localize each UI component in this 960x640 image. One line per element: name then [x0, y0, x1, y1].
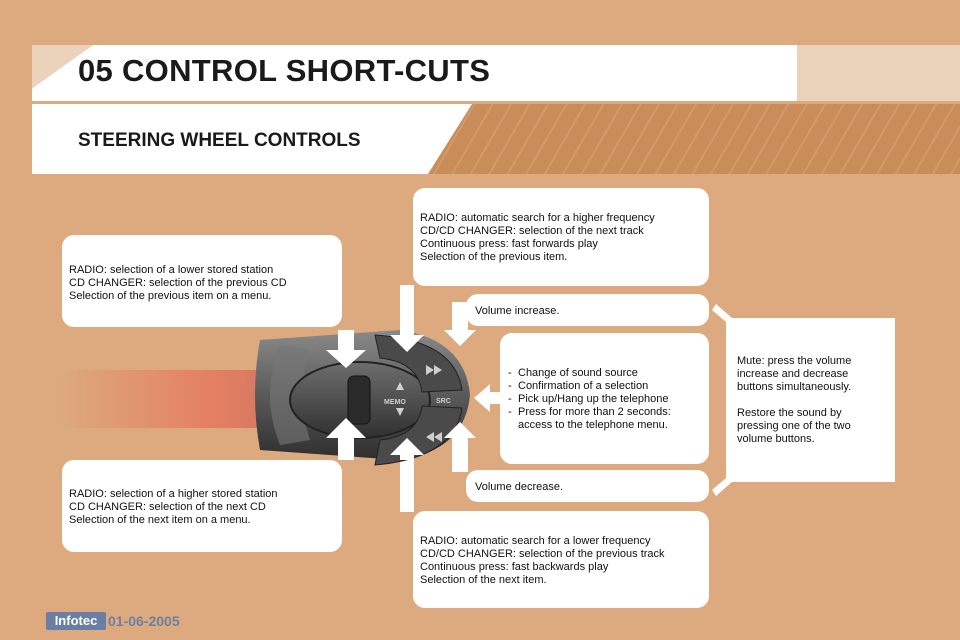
- list-item: Change of sound source: [506, 367, 701, 380]
- mute-bracket: [712, 304, 732, 496]
- subtitle-panel: [32, 104, 472, 174]
- box-line: RADIO: selection of a lower stored stati…: [69, 264, 274, 276]
- down-arrow-icon: [396, 408, 404, 416]
- box-seek-up: RADIO: automatic search for a higher fre…: [413, 188, 709, 286]
- section-title: STEERING WHEEL CONTROLS: [78, 130, 361, 151]
- box-line: CD/CD CHANGER: selection of the next tra…: [420, 225, 644, 237]
- fast-forward-icon: [426, 365, 442, 375]
- list-item: Press for more than 2 seconds: access to…: [506, 406, 701, 432]
- box-line: CD CHANGER: selection of the next CD: [69, 501, 266, 513]
- list-item: Confirmation of a selection: [506, 380, 701, 393]
- box-mute: Mute: press the volume increase and decr…: [732, 318, 895, 482]
- connector-seek-down: [400, 460, 414, 512]
- arrow-up-icon: [326, 418, 366, 460]
- arrow-volume-up-icon: [444, 318, 476, 346]
- control-stalk: MEMO SRC: [255, 330, 470, 466]
- box-line: RADIO: automatic search for a lower freq…: [420, 535, 651, 547]
- title-panel: [32, 45, 797, 101]
- volume-increase-text: Volume increase.: [475, 305, 560, 317]
- box-volume-increase: Volume increase.: [466, 294, 709, 326]
- box-next-station: RADIO: selection of a higher stored stat…: [62, 460, 342, 552]
- mute-text: Mute: press the volume increase and decr…: [737, 355, 852, 393]
- arrow-source-icon: [474, 384, 500, 412]
- list-item: Pick up/Hang up the telephone: [506, 393, 701, 406]
- connector-seek-up: [400, 285, 414, 325]
- box-seek-down: RADIO: automatic search for a lower freq…: [413, 511, 709, 608]
- box-line: Continuous press: fast backwards play: [420, 561, 609, 573]
- box-line: Continuous press: fast forwards play: [420, 238, 598, 250]
- box-source-button: Change of sound source Confirmation of a…: [500, 333, 709, 464]
- page-title: 05 CONTROL SHORT-CUTS: [78, 53, 491, 88]
- box-line: Selection of the next item.: [420, 574, 547, 586]
- rewind-icon: [426, 432, 442, 442]
- infotec-logo: Infotec: [46, 612, 106, 630]
- arrow-seek-down-icon: [390, 438, 424, 460]
- volume-decrease-text: Volume decrease.: [475, 481, 564, 493]
- connector-volume-down: [452, 448, 468, 472]
- box-line: Selection of the previous item on a menu…: [69, 290, 272, 302]
- box-line: Selection of the next item on a menu.: [69, 514, 251, 526]
- memo-roller[interactable]: [347, 375, 371, 425]
- up-arrow-icon: [396, 382, 404, 390]
- box-line: CD/CD CHANGER: selection of the previous…: [420, 548, 665, 560]
- memo-label: MEMO: [384, 399, 406, 406]
- footer-date: 01-06-2005: [108, 613, 180, 629]
- box-line: CD CHANGER: selection of the previous CD: [69, 277, 287, 289]
- box-line: RADIO: automatic search for a higher fre…: [420, 212, 655, 224]
- connector-volume-up: [452, 302, 468, 320]
- restore-text: Restore the sound by pressing one of the…: [737, 407, 851, 445]
- box-line: Selection of the previous item.: [420, 251, 568, 263]
- arrow-volume-down-icon: [444, 422, 476, 448]
- source-options-list: Change of sound source Confirmation of a…: [506, 367, 701, 432]
- box-line: RADIO: selection of a higher stored stat…: [69, 488, 278, 500]
- arrow-down-icon: [326, 330, 366, 368]
- arrow-seek-up-icon: [390, 325, 424, 352]
- box-previous-station: RADIO: selection of a lower stored stati…: [62, 235, 342, 327]
- src-label: SRC: [436, 398, 451, 405]
- box-volume-decrease: Volume decrease.: [466, 470, 709, 502]
